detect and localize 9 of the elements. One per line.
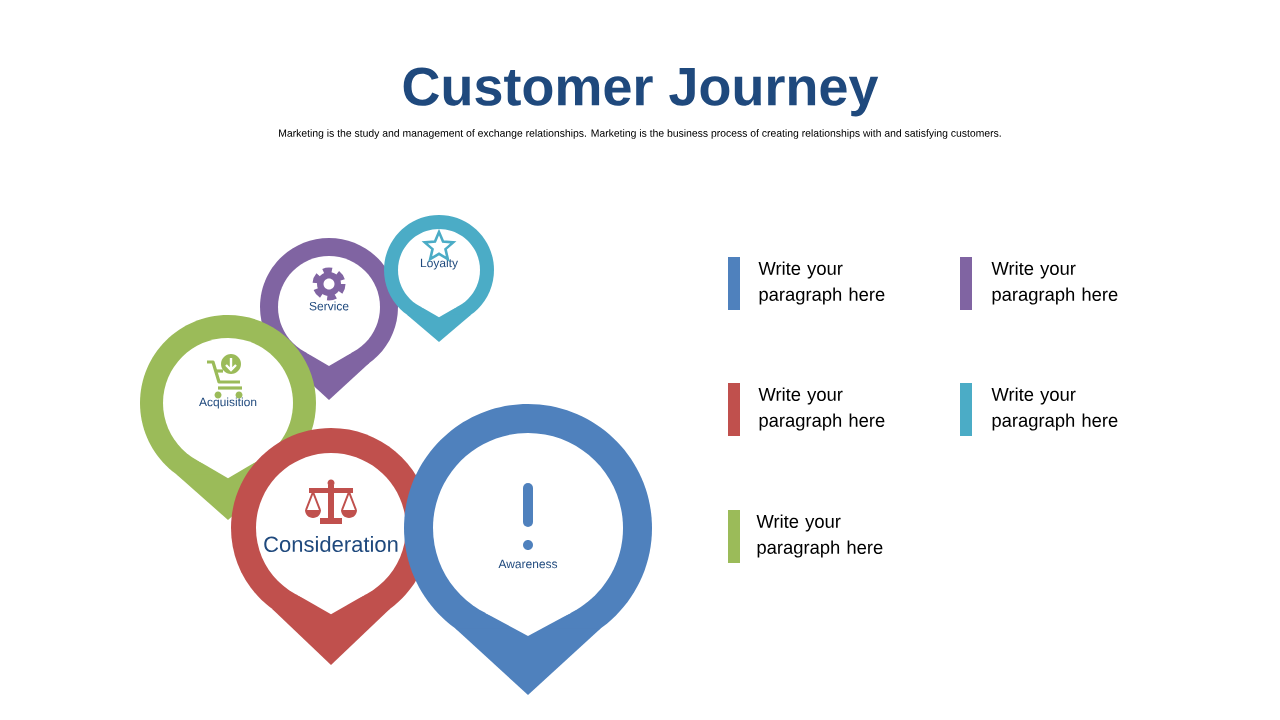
paragraph-text: Write your paragraph here xyxy=(758,387,885,431)
title: Customer Journey xyxy=(403,67,879,117)
paragraph-text: Write your paragraph here xyxy=(991,261,1118,305)
map-pin: Awareness xyxy=(404,404,652,695)
paragraph-text: Write your paragraph here xyxy=(756,514,883,558)
paragraph-text: Write your paragraph here xyxy=(991,387,1118,431)
map-pin: Loyalty xyxy=(384,215,494,342)
subtitle: Marketing is the study and management of exchange relationships. Marketing is the business process of creating relationships with and satisfying customers. xyxy=(279,129,1001,139)
paragraph-text: Write your paragraph here xyxy=(758,261,885,305)
